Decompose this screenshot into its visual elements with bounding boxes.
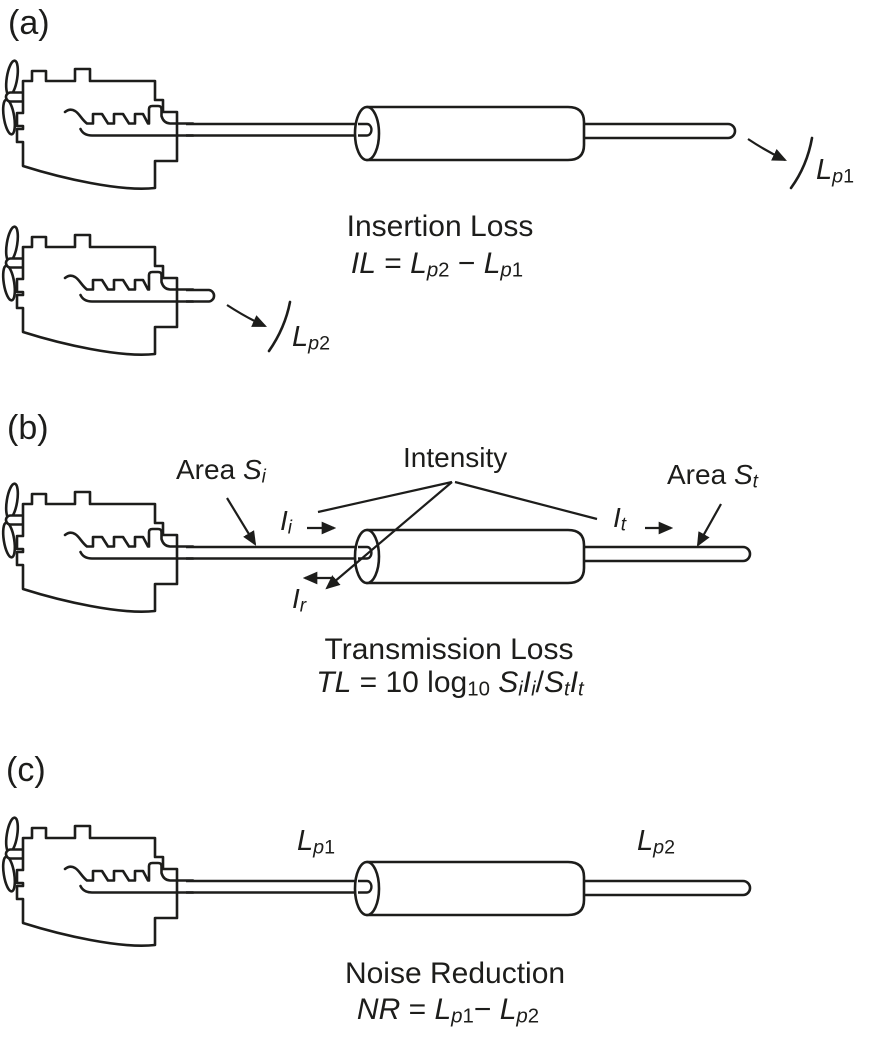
section-a-title: Insertion Loss <box>346 210 534 243</box>
engine-no-muffler-illustration <box>0 224 216 356</box>
muffler-illustration <box>353 860 586 917</box>
section-b-art <box>0 480 752 613</box>
section-c-formula: NR = Lp1− Lp2 <box>356 993 540 1028</box>
section-c-art <box>0 815 752 947</box>
intensity-label: Intensity <box>403 442 508 473</box>
section-b-title: Transmission Loss <box>324 633 574 666</box>
area-si-pointer-arrow <box>226 497 257 546</box>
muffler-illustration <box>353 105 586 162</box>
area-si-label: Area Si <box>176 454 266 488</box>
section-a-label: (a) <box>8 4 50 42</box>
section-c-label: (c) <box>6 751 46 789</box>
pipe-inlet-end <box>358 879 373 894</box>
tailpipe <box>584 879 752 897</box>
section-c-title: Noise Reduction <box>344 957 566 990</box>
area-st-pointer-arrow <box>696 503 722 547</box>
section-a-art <box>0 58 814 356</box>
lp2-pointer-arrow <box>226 304 267 328</box>
pipe-inlet-end <box>358 122 373 137</box>
pipe <box>186 122 368 137</box>
reflected-intensity-label: Ir <box>292 583 307 617</box>
muffler-illustration <box>353 528 586 585</box>
lp2-label: Lp2 <box>637 825 676 859</box>
lp1-pointer-arrow <box>747 138 787 161</box>
lp1-label: Lp1 <box>297 825 336 859</box>
intensity-pointer-lines <box>317 480 598 590</box>
section-b-label: (b) <box>7 409 49 447</box>
area-st-label: Area St <box>667 459 758 493</box>
section-b-formula: TL = 10 log10 SiIi/StIt <box>316 666 584 701</box>
lp1-arc-mark <box>789 136 814 190</box>
section-a-formula: IL = Lp2 − Lp1 <box>350 247 524 282</box>
tailpipe <box>584 122 737 140</box>
engine-illustration <box>0 815 195 947</box>
engine-illustration <box>0 481 195 613</box>
engine-illustration <box>0 58 195 190</box>
lp1-label: Lp1 <box>816 154 855 188</box>
pipe <box>186 879 368 894</box>
transmitted-intensity-label: It <box>613 502 627 536</box>
tailpipe <box>584 545 752 563</box>
lp2-label: Lp2 <box>292 321 331 355</box>
pipe <box>186 545 368 560</box>
lp2-arc-mark <box>267 300 292 353</box>
pipe-inlet-end <box>358 545 373 560</box>
incident-intensity-label: Ii <box>280 505 293 539</box>
